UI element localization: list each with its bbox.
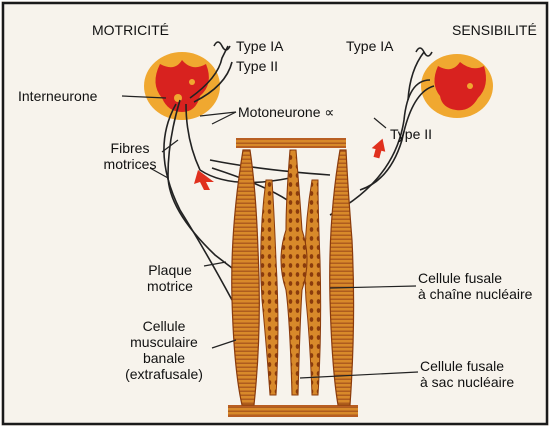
plaque-line-2: motrice (138, 278, 202, 294)
sac-nucleaire-label: Cellule fusale à sac nucléaire (420, 358, 514, 390)
type-ia-left-label: Type IA (236, 38, 283, 54)
motricite-title: MOTRICITÉ (92, 22, 169, 38)
cellule-musc-line-4: (extrafusale) (116, 366, 212, 382)
spinal-cord-left (144, 52, 220, 120)
type-ii-right-label: Type II (390, 126, 432, 142)
fibres-line-1: Fibres (98, 140, 162, 156)
chaine-line-1: Cellule fusale (418, 270, 532, 286)
type-ii-left-label: Type II (236, 58, 278, 74)
sac-line-1: Cellule fusale (420, 358, 514, 374)
cellule-musc-line-2: musculaire (116, 334, 212, 350)
interneurone-label: Interneurone (18, 88, 97, 104)
tendon-top (236, 138, 346, 148)
plaque-motrice-label: Plaque motrice (138, 262, 202, 294)
tendon-bottom (228, 405, 358, 417)
fibres-motrices-label: Fibres motrices (98, 140, 162, 172)
chaine-line-2: à chaîne nucléaire (418, 286, 532, 302)
plaque-line-1: Plaque (138, 262, 202, 278)
sensibilite-title: SENSIBILITÉ (452, 22, 537, 38)
chaine-nucleaire-label: Cellule fusale à chaîne nucléaire (418, 270, 532, 302)
motoneurone-label: Motoneurone ∝ (238, 104, 334, 120)
sac-line-2: à sac nucléaire (420, 374, 514, 390)
fibres-line-2: motrices (98, 156, 162, 172)
cellule-musc-line-3: banale (116, 350, 212, 366)
type-ia-right-label: Type IA (346, 38, 393, 54)
cellule-musc-line-1: Cellule (116, 318, 212, 334)
cellule-musculaire-label: Cellule musculaire banale (extrafusale) (116, 318, 212, 382)
